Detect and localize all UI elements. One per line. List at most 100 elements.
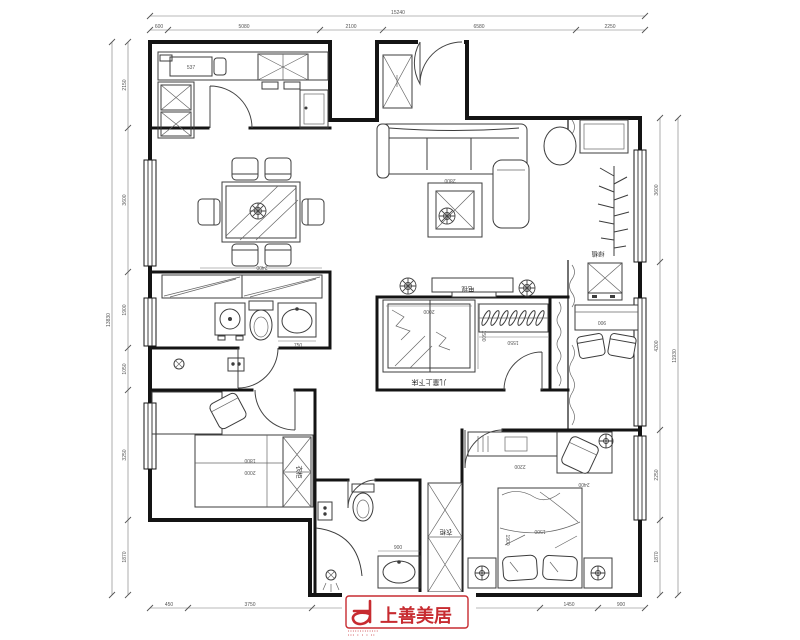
dim-left-seg: 1050 (122, 363, 128, 374)
dim-bottom-seg: 450 (165, 602, 174, 608)
toilet-icon (351, 483, 375, 522)
washer-cabinet-icon (214, 302, 246, 341)
bath1-door-arc (237, 347, 279, 389)
dim-left-seg: 1900 (122, 304, 128, 315)
nightstand (583, 557, 613, 589)
washing-machine-icon (587, 262, 623, 301)
sliding-wardrobe (161, 274, 323, 299)
dim-top-seg: 6580 (473, 24, 484, 30)
tv-cabinet: 电视 (431, 277, 514, 298)
kitchen: 537 (157, 51, 329, 139)
balcony-chair (575, 332, 607, 360)
double-bed: 1500 1900 (497, 487, 583, 589)
bed-dim: 1800 (244, 457, 255, 463)
window-icon (633, 149, 647, 263)
desk-dim: 2200 (514, 463, 525, 469)
balcony-chair (606, 332, 638, 360)
leisure-table-dim: 900 (598, 319, 607, 325)
exterior-walls (148, 40, 642, 597)
living-room: 2800 电视 (376, 123, 577, 298)
bunk-bed-label: 儿童上下床 (412, 378, 447, 387)
dining-chair (231, 243, 259, 267)
dining-area (197, 157, 325, 267)
wardrobe: 衣柜 (282, 436, 312, 508)
brand-name: 上善美居 (380, 605, 452, 626)
bed-dim: 1500 (480, 330, 486, 341)
dim-right-seg: 2250 (654, 469, 660, 480)
dim-right-overall: 11930 (672, 349, 678, 363)
plant-label: 绿植 (591, 250, 605, 259)
dim-right-seg: 3600 (654, 184, 660, 195)
dim-bottom-seg: 1450 (563, 602, 574, 608)
children-door-arc (503, 351, 543, 391)
kitchen-appliance-label: 537 (187, 65, 196, 71)
dining-chair (231, 157, 259, 181)
dim-bottom-seg: 900 (617, 602, 626, 608)
brand-tagline: ••••••••••••• (348, 629, 379, 633)
socket-icon (317, 501, 333, 521)
brand-logo: 上善美居 ••••••••••••• ••• • • • •• (342, 592, 476, 638)
window-icon (143, 297, 157, 347)
dim-left-seg: 3250 (122, 449, 128, 460)
basin-dim: 900 (394, 545, 403, 551)
wardrobe-label: 衣柜 (295, 466, 304, 480)
plant-icon (399, 277, 417, 295)
brand-mark-icon (351, 599, 372, 626)
dining-chair (301, 198, 325, 226)
balcony-cabinet (579, 119, 629, 154)
plant-icon (518, 279, 536, 297)
bunk-bed: 2000 1500 (382, 299, 486, 373)
sofa-dim: 2800 (444, 177, 455, 183)
window-icon (143, 402, 157, 470)
hall-bath1: 2400 750 (161, 264, 323, 372)
dining-table (221, 181, 301, 243)
bed-dim: 2000 (423, 308, 434, 314)
dim-right-seg: 4200 (654, 340, 660, 351)
tatami-bed: 1800 2000 (194, 434, 314, 508)
dim-left-seg: 2150 (122, 79, 128, 90)
basin-dim: 750 (294, 343, 303, 349)
side-table (543, 126, 577, 166)
shoe-cabinet (382, 54, 413, 109)
window-icon (143, 159, 157, 267)
bath2-door-arc (347, 479, 377, 509)
wardrobe-dim: 1550 (507, 339, 518, 345)
fridge-icon (299, 89, 329, 129)
entry-foyer (382, 54, 413, 109)
coffee-table (427, 182, 483, 238)
desk (151, 391, 223, 435)
children-room: 2000 1500 儿童上下床 1550 (382, 299, 549, 387)
dim-top-seg: 2250 (604, 24, 615, 30)
desk-chair (561, 436, 599, 474)
kitchen-door-arc (209, 85, 253, 129)
master-bedroom: 2200 2400 1500 1900 (467, 431, 614, 589)
pipe-icon (173, 358, 185, 370)
bed-dim: 1500 (534, 528, 545, 534)
toilet-icon (248, 300, 274, 341)
dim-right-seg: 1870 (654, 551, 660, 562)
dim-top-seg: 5080 (238, 24, 249, 30)
dim-top-seg: 2100 (345, 24, 356, 30)
entry-door-arc (413, 38, 464, 86)
sink-icon (157, 81, 195, 139)
nightstand (467, 557, 497, 589)
balcony: 绿植 900 (574, 119, 639, 360)
ceiling-lamp-icon (598, 433, 614, 449)
dim-left-seg: 1870 (122, 551, 128, 562)
bath2: 900 (315, 483, 421, 592)
dining-chair (197, 198, 221, 226)
hall-dim: 2400 (256, 264, 267, 270)
dim-top-seg: 600 (155, 24, 164, 30)
dining-chair (264, 157, 292, 181)
leisure-table: 900 (574, 304, 639, 331)
bed-dim: 2000 (244, 469, 255, 475)
socket-icon (227, 357, 245, 372)
wardrobe-label: 衣柜 (439, 528, 453, 537)
bedroom2: 1800 2000 衣柜 (151, 391, 314, 508)
dim-top-overall: 15240 (391, 10, 405, 16)
dim-bottom-seg: 3750 (244, 602, 255, 608)
sofa (376, 123, 530, 229)
dining-chair (264, 243, 292, 267)
dim-left-seg: 3600 (122, 194, 128, 205)
tall-plant-icon: 绿植 (591, 166, 630, 259)
